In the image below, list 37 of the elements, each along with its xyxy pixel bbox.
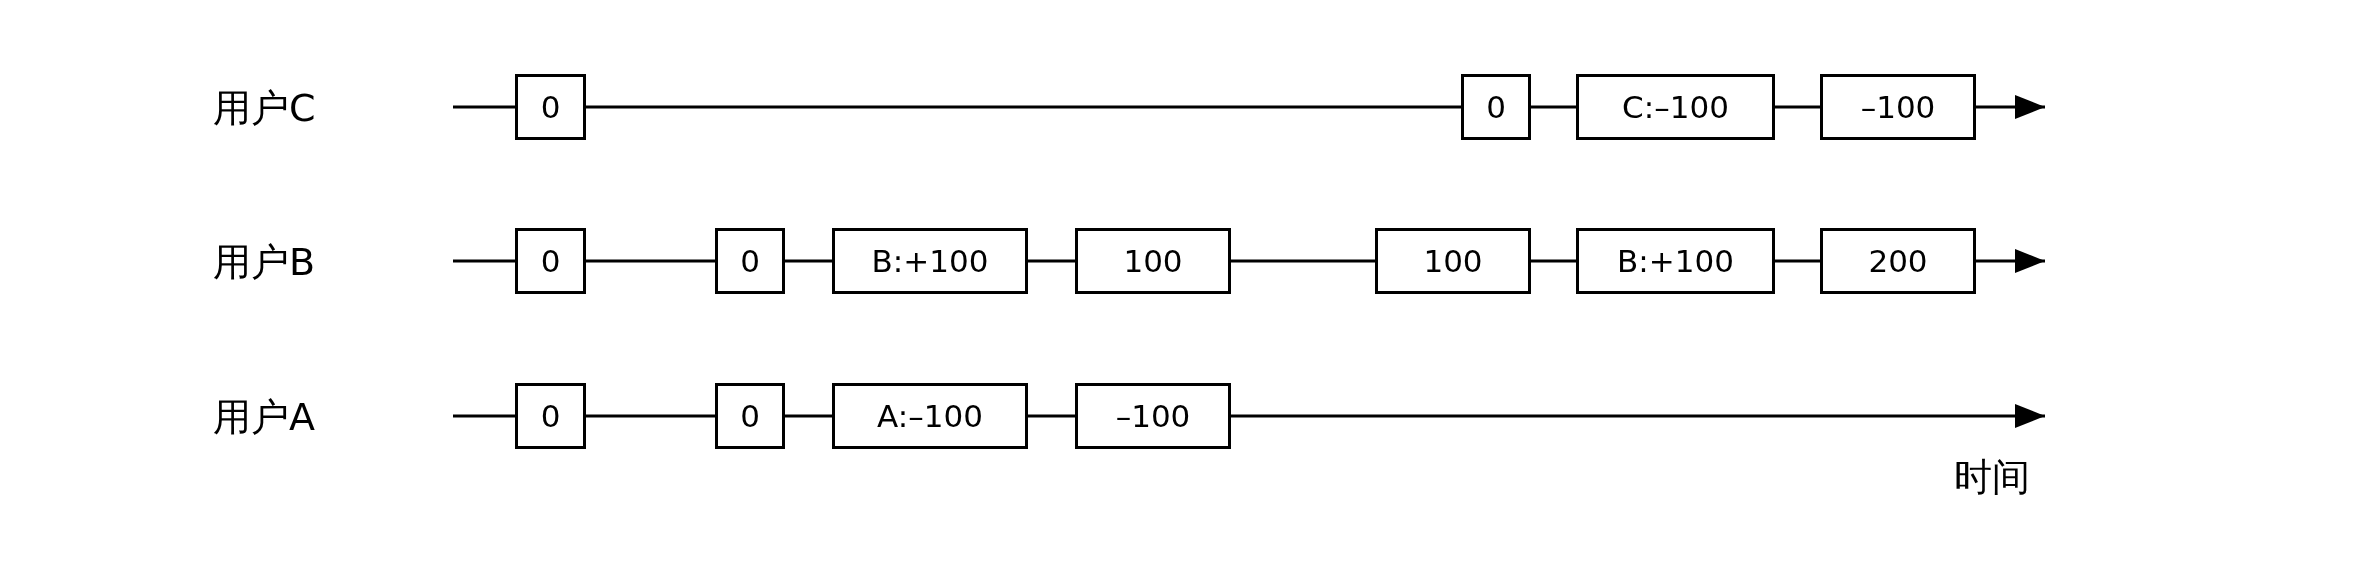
row-label: 用户C: [213, 85, 316, 132]
row-label: 用户B: [213, 239, 316, 286]
timeline-arrow: [1976, 249, 2045, 273]
timeline-arrow: [1976, 95, 2045, 119]
value-box: 100: [1375, 228, 1531, 294]
value-box: 0: [1461, 74, 1531, 140]
timeline-arrow: [1231, 404, 2045, 428]
timeline-line: [453, 414, 515, 418]
timeline-line: [586, 105, 1461, 109]
value-box: C:–100: [1576, 74, 1775, 140]
timeline-line: [586, 259, 715, 263]
timeline-line: [586, 414, 715, 418]
value-box: 200: [1820, 228, 1976, 294]
timeline-line: [453, 259, 515, 263]
value-box: A:–100: [832, 383, 1028, 449]
value-box: 0: [515, 228, 586, 294]
timeline-line: [785, 259, 832, 263]
value-box: 0: [515, 383, 586, 449]
timeline-line: [1231, 259, 1375, 263]
timeline-line: [1775, 105, 1820, 109]
value-box: 0: [715, 228, 785, 294]
timeline-line: [1775, 259, 1820, 263]
value-box: –100: [1820, 74, 1976, 140]
value-box: B:+100: [1576, 228, 1775, 294]
value-box: 0: [715, 383, 785, 449]
timeline-line: [1028, 259, 1075, 263]
row-label: 用户A: [213, 394, 315, 441]
timeline-line: [1531, 105, 1576, 109]
timeline-line: [453, 105, 515, 109]
timeline-line: [1531, 259, 1576, 263]
value-box: –100: [1075, 383, 1231, 449]
axis-label: 时间: [1954, 454, 2030, 501]
value-box: B:+100: [832, 228, 1028, 294]
timeline-line: [785, 414, 832, 418]
timeline-line: [1028, 414, 1075, 418]
value-box: 0: [515, 74, 586, 140]
value-box: 100: [1075, 228, 1231, 294]
